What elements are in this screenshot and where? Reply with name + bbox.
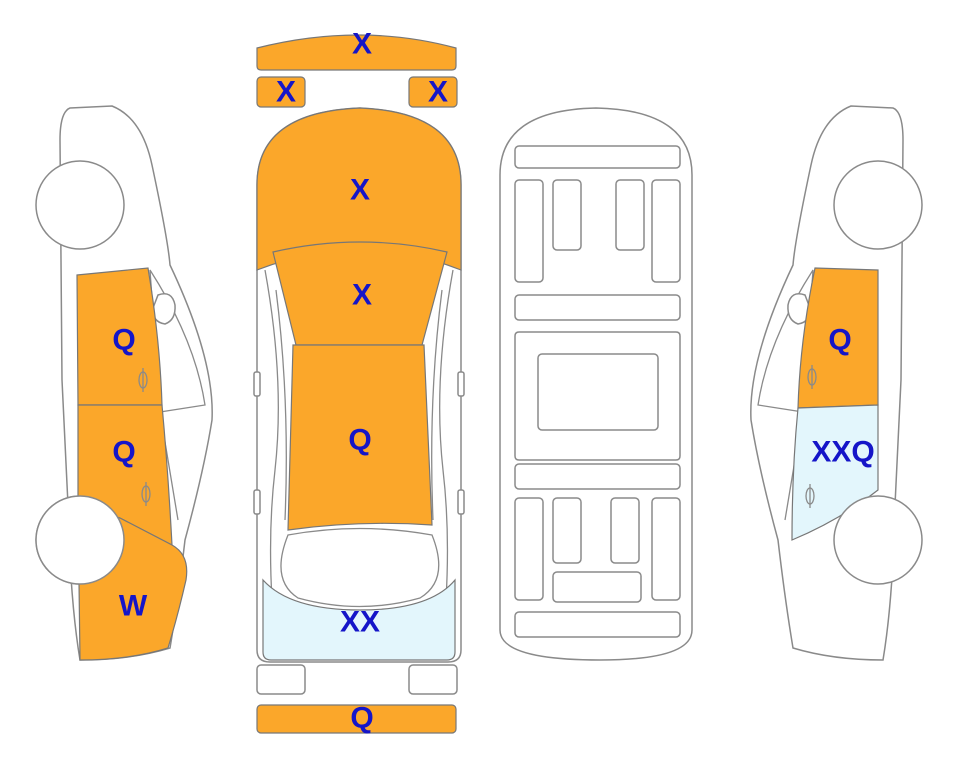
top-left-handle bbox=[253, 489, 261, 515]
underbody-rear-left-rail bbox=[514, 497, 544, 601]
roof-panel bbox=[287, 344, 433, 531]
left-door-handles bbox=[138, 368, 151, 506]
underbody-front-right-arm bbox=[615, 179, 645, 251]
right-rear-door-code: XXQ bbox=[811, 436, 874, 469]
trunk-outline bbox=[280, 527, 440, 608]
windshield-panel bbox=[272, 241, 448, 346]
rear-window-panel bbox=[262, 578, 456, 661]
top-left-contour bbox=[264, 269, 279, 601]
underbody-front-left-arm bbox=[552, 179, 582, 251]
top-right-inner-contour bbox=[431, 289, 443, 521]
front-bumper-code: X bbox=[352, 28, 372, 61]
top-right-mirror bbox=[457, 371, 465, 397]
underbody-rear-left-arm bbox=[552, 497, 582, 564]
right-rear-wheel bbox=[833, 495, 923, 585]
top-left-mirror bbox=[253, 371, 261, 397]
left-mirror bbox=[152, 293, 176, 325]
roof-code: Q bbox=[348, 424, 371, 457]
left-rear-wheel-cover bbox=[35, 495, 125, 585]
left-front-wheel bbox=[35, 160, 125, 250]
rear-window-code: XX bbox=[340, 606, 380, 639]
top-right-contour bbox=[439, 269, 454, 601]
underbody-view bbox=[499, 107, 693, 661]
underbody-center-plate bbox=[537, 353, 659, 431]
underbody-mid-crossmember bbox=[514, 294, 681, 321]
left-window-line bbox=[149, 269, 206, 413]
right-side-view: Q XXQ bbox=[750, 105, 923, 661]
front-bumper-panel bbox=[256, 34, 457, 71]
left-headlight-code: X bbox=[276, 76, 296, 109]
left-rear-door-code: Q bbox=[112, 436, 135, 469]
underbody-rear-tank bbox=[552, 571, 642, 603]
rear-bumper-code: Q bbox=[350, 702, 373, 735]
right-window-line bbox=[757, 269, 814, 413]
left-front-door-code: Q bbox=[112, 324, 135, 357]
left-side-view: Q Q W bbox=[35, 105, 213, 661]
right-front-door-code: Q bbox=[828, 324, 851, 357]
top-right-handle bbox=[457, 489, 465, 515]
right-headlight-panel bbox=[408, 76, 458, 108]
top-left-inner-contour bbox=[275, 289, 287, 521]
underbody-front-crossmember bbox=[514, 145, 681, 169]
underbody-rear-crossmember bbox=[514, 463, 681, 490]
right-door-handles bbox=[805, 365, 817, 508]
rear-bumper-panel bbox=[256, 704, 457, 734]
underbody-rear-right-rail bbox=[651, 497, 681, 601]
left-rear-quarter-code: W bbox=[119, 590, 148, 623]
left-headlight-panel bbox=[256, 76, 306, 108]
underbody-front-right-rail bbox=[651, 179, 681, 283]
underbody-front-left-rail bbox=[514, 179, 544, 283]
right-front-wheel bbox=[833, 160, 923, 250]
underbody-rear-bumper-beam bbox=[514, 611, 681, 638]
right-headlight-code: X bbox=[428, 76, 448, 109]
right-taillight-panel bbox=[408, 664, 458, 695]
underbody-rear-right-arm bbox=[610, 497, 640, 564]
hood-code: X bbox=[350, 174, 370, 207]
left-taillight-panel bbox=[256, 664, 306, 695]
top-view: X X X X X Q XX Q bbox=[253, 28, 465, 735]
windshield-code: X bbox=[352, 279, 372, 312]
